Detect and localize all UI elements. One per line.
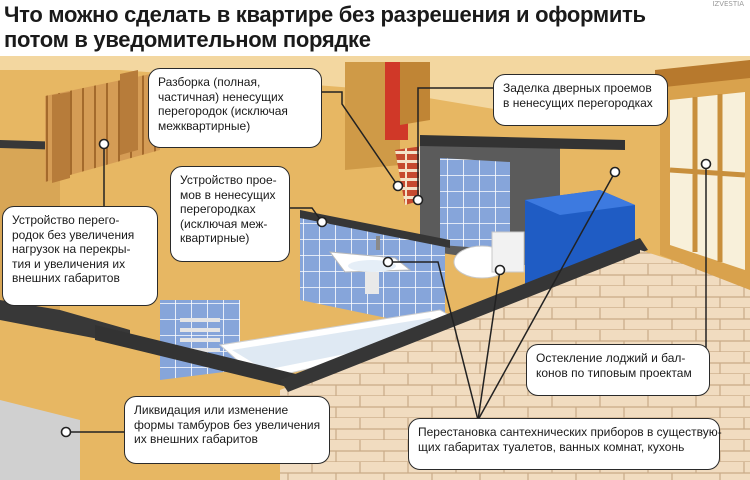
- callout-text: тия и увеличения их: [12, 256, 126, 271]
- callout-text: квартирные): [180, 231, 250, 245]
- partition-post: [120, 70, 138, 155]
- callout-text: межквартирные): [158, 118, 251, 133]
- loggia-glass: [670, 92, 745, 270]
- callout-text: в ненесущих перегородках: [503, 95, 653, 110]
- callout-text: Заделка дверных проемов: [503, 81, 652, 95]
- callout-text: перегородках: [180, 202, 256, 216]
- callout-door-sealing: Заделка дверных проемов в ненесущих пере…: [493, 74, 668, 126]
- callout-text: Перестановка сантехнических приборов в с…: [418, 425, 722, 439]
- sink-pedestal: [365, 272, 379, 294]
- watermark: IZVESTIA: [712, 0, 744, 8]
- wall-top: [95, 325, 300, 390]
- lower-wall: [0, 400, 80, 480]
- callout-text: их внешних габаритов: [134, 432, 258, 446]
- callout-text: щих габаритах туалетов, ванных комнат, к…: [418, 439, 685, 454]
- callout-text: родок без увеличения: [12, 227, 135, 242]
- callout-text: Ликвидация или изменение: [134, 403, 289, 417]
- callout-text: формы тамбуров без увеличения: [134, 417, 321, 432]
- callout-text: (исключая меж-: [180, 216, 268, 231]
- title-line-1: Что можно сделать в квартире без разреше…: [4, 2, 646, 27]
- callout-openings: Устройство прое- мов в ненесущих перегор…: [170, 166, 290, 262]
- toilet-tank: [491, 231, 525, 273]
- loggia-top: [655, 60, 750, 88]
- callout-text: мов в ненесущих: [180, 187, 276, 202]
- callout-text: Устройство прое-: [180, 173, 277, 187]
- callout-partition-construction: Устройство перего- родок без увеличения …: [2, 206, 158, 306]
- callout-text: нагрузок на перекры-: [12, 242, 131, 256]
- door-frame: [400, 62, 430, 125]
- partition-post: [52, 92, 70, 183]
- callout-text: Разборка (полная,: [158, 75, 261, 89]
- callout-text: перегородок (исключая: [158, 104, 288, 118]
- callout-text: Устройство перего-: [12, 213, 120, 227]
- towel-radiator: [180, 318, 220, 352]
- callout-text: частичная) ненесущих: [158, 89, 284, 104]
- faucet: [376, 236, 380, 250]
- callout-text: конов по типовым проектам: [536, 365, 692, 380]
- callout-partition-dismantling: Разборка (полная, частичная) ненесущих п…: [148, 68, 322, 148]
- sink-basin: [348, 260, 396, 272]
- title-line-2: потом в уведомительном порядке: [4, 27, 371, 52]
- callout-plumbing: Перестановка сантехнических приборов в с…: [408, 418, 722, 470]
- page-title: Что можно сделать в квартире без разреше…: [4, 2, 744, 52]
- callout-text: Остекление лоджий и бал-: [536, 351, 686, 365]
- callout-text: внешних габаритов: [12, 271, 120, 285]
- wall-top: [300, 210, 450, 248]
- callout-vestibules: Ликвидация или изменение формы тамбуров …: [124, 396, 330, 464]
- callout-loggia-glazing: Остекление лоджий и бал- конов по типовы…: [526, 344, 710, 396]
